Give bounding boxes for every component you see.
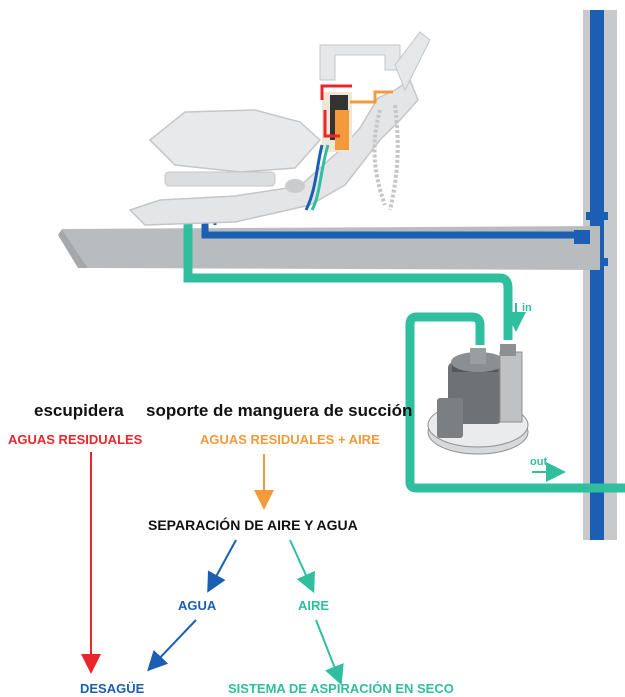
dry-system-label: SISTEMA DE ASPIRACIÓN EN SECO bbox=[228, 681, 454, 696]
holder-flow-label: AGUAS RESIDUALES + AIRE bbox=[200, 432, 380, 447]
arrow-separation-to-water bbox=[207, 539, 237, 593]
spittoon-flow-label: AGUAS RESIDUALES bbox=[8, 432, 143, 447]
teal-suction-pipe bbox=[183, 210, 513, 340]
arrow-separation-to-air bbox=[289, 539, 315, 594]
arrow-air-to-dry-system bbox=[315, 619, 344, 686]
spittoon-title: escupidera bbox=[34, 401, 124, 420]
dental-chair-illustration bbox=[128, 31, 431, 226]
pipe-in-label: in bbox=[522, 302, 532, 314]
air-label: AIRE bbox=[298, 598, 330, 613]
arrow-water-to-drain bbox=[147, 619, 197, 672]
holder-title: soporte de manguera de succión bbox=[146, 401, 413, 420]
suction-motor-illustration bbox=[427, 344, 529, 455]
vertical-drain-pipe bbox=[583, 10, 617, 540]
water-label: AGUA bbox=[178, 598, 217, 613]
pipe-out-label: out bbox=[530, 456, 548, 468]
separation-label: SEPARACIÓN DE AIRE Y AGUA bbox=[148, 517, 358, 533]
drain-label: DESAGÜE bbox=[80, 681, 145, 696]
